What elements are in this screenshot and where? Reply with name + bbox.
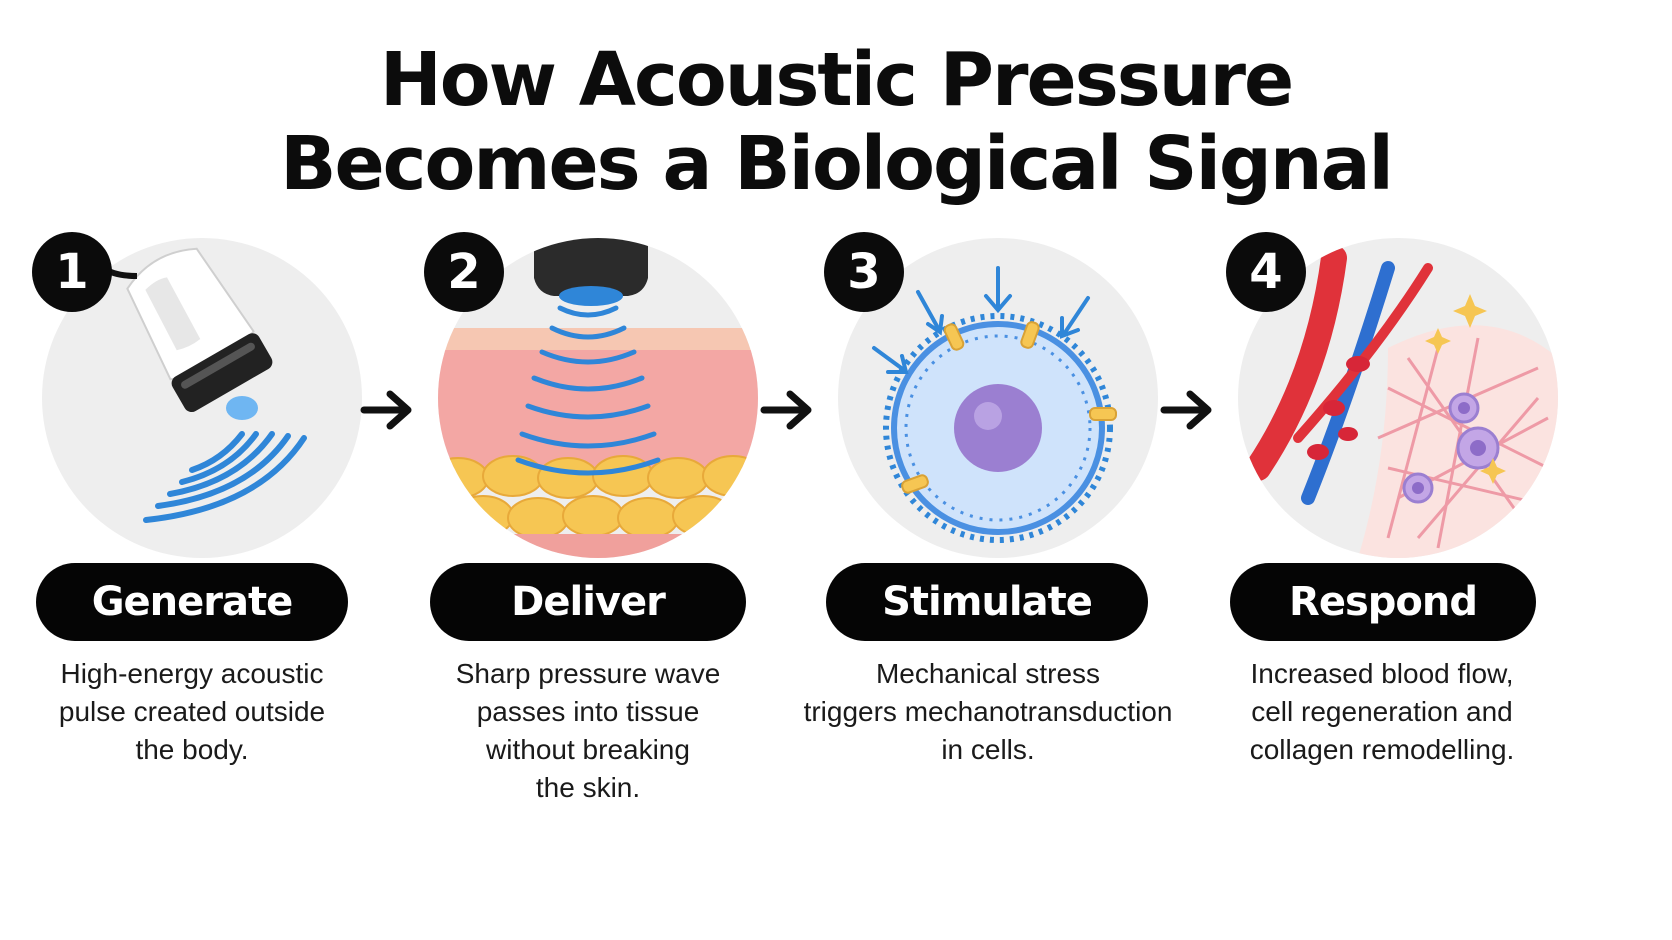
step-1-number-badge: 1 xyxy=(32,232,112,312)
step-3-desc-line: triggers mechanotransduction xyxy=(803,696,1173,727)
title-line-2: Becomes a Biological Signal xyxy=(280,121,1394,207)
step-2-desc-line: the skin. xyxy=(535,772,641,803)
step-4-desc-line: cell regeneration and xyxy=(1251,696,1513,727)
step-4-desc-line: Increased blood flow, xyxy=(1250,658,1514,689)
page-title: How Acoustic Pressure Becomes a Biologic… xyxy=(0,38,1672,206)
step-3-label: Stimulate xyxy=(826,563,1148,641)
step-2-label: Deliver xyxy=(430,563,746,641)
blood-vessel-tissue-icon xyxy=(1245,245,1558,558)
step-1-desc-line: pulse created outside xyxy=(58,696,326,727)
step-1-desc-line: High-energy acoustic xyxy=(60,658,324,689)
step-1-description: High-energy acoustic pulse created outsi… xyxy=(22,655,362,769)
step-1-illustration xyxy=(42,238,362,558)
step-2-number-badge: 2 xyxy=(424,232,504,312)
title-line-1: How Acoustic Pressure xyxy=(379,37,1294,123)
step-3-number-badge: 3 xyxy=(824,232,904,312)
step-4-desc-line: collagen remodelling. xyxy=(1249,734,1515,765)
step-1-label: Generate xyxy=(36,563,348,641)
step-4-description: Increased blood flow, cell regeneration … xyxy=(1212,655,1552,769)
cell-membrane-icon xyxy=(872,266,1117,543)
arrow-right-icon xyxy=(360,390,412,430)
step-4-number-badge: 4 xyxy=(1226,232,1306,312)
step-3-description: Mechanical stress triggers mechanotransd… xyxy=(800,655,1176,769)
skin-layers-wave-icon xyxy=(438,238,758,558)
step-2-description: Sharp pressure wave passes into tissue w… xyxy=(418,655,758,807)
step-1-desc-line: the body. xyxy=(135,734,249,765)
step-3-desc-line: Mechanical stress xyxy=(875,658,1101,689)
step-2-desc-line: passes into tissue xyxy=(476,696,700,727)
arrow-right-icon xyxy=(760,390,812,430)
step-4-label: Respond xyxy=(1230,563,1536,641)
step-3-desc-line: in cells. xyxy=(941,734,1035,765)
step-2-desc-line: Sharp pressure wave xyxy=(455,658,721,689)
ultrasound-probe-icon xyxy=(102,247,307,523)
arrow-right-icon xyxy=(1160,390,1212,430)
step-2-desc-line: without breaking xyxy=(486,734,690,765)
